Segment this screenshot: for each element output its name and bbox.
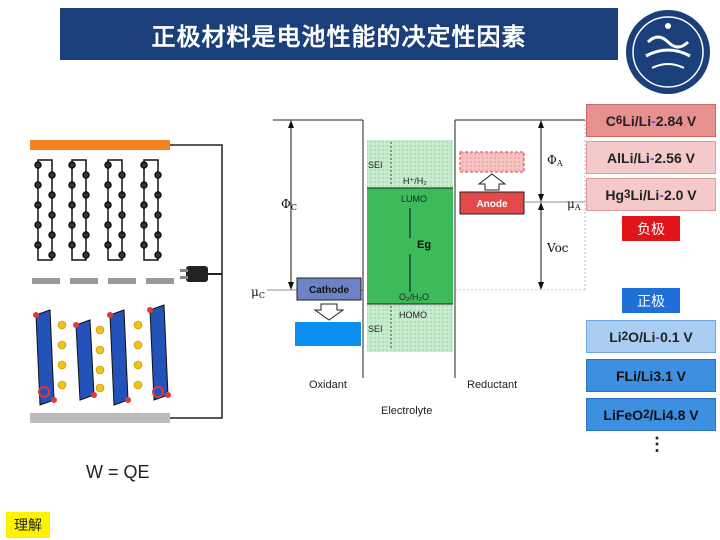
reductant-label: Reductant [467,379,517,391]
anode-label: Anode [476,199,508,210]
voc-label: Voc [546,241,569,255]
sei-top-region [367,140,453,188]
svg-text:ΦA: ΦA [547,153,563,168]
cathode-label: Cathode [309,285,349,296]
svg-text:μA: μA [567,197,581,212]
eg-label: Eg [417,239,431,251]
anode-collector [30,140,170,150]
anode-arrow [477,173,507,191]
cathode-box [296,277,362,301]
phi-c-sub: C [291,203,297,212]
mu-a-symbol: μ [567,197,575,211]
pos-potential-1: FLi/Li 3.1 V [586,359,716,392]
anode-shift-box [459,151,525,173]
cathode-shift-box [295,322,361,346]
oxidant-label: Oxidant [309,379,347,391]
mu-c-sub: C [259,291,265,300]
phi-a-sub: A [556,159,563,168]
energy-level-diagram: SEI H⁺/H₂ LUMO Eg O₂/H₂O HOMO SEI ΦC μC … [251,119,586,417]
sei-top-label: SEI [368,160,383,170]
cathode-collector [30,413,170,423]
plug-icon [180,266,222,282]
mu-c-symbol: μ [251,285,259,299]
page-title: 正极材料是电池性能的决定性因素 [60,8,618,60]
electrolyte-label: Electrolyte [381,405,432,417]
mu-a-sub: A [574,203,581,212]
homo-label: HOMO [399,310,427,320]
anode-box [459,191,525,215]
graphite-layers [34,159,162,261]
o2-label: O₂/H₂O [399,292,429,302]
continuation-dots: ⋮ [648,434,666,454]
cathode-arrow [313,303,345,321]
battery-cell-diagram [30,140,223,423]
lumo-label: LUMO [401,194,427,204]
sei-bottom-region [367,304,453,352]
university-logo [626,10,710,94]
h-label: H⁺/H₂ [403,176,427,186]
phi-a-symbol: Φ [547,153,557,167]
svg-text:ΦC: ΦC [281,197,297,212]
phi-c-symbol: Φ [281,197,291,211]
energy-formula: W = QE [86,462,150,482]
positive-tag: 正极 [622,288,680,313]
separator [32,278,174,284]
external-circuit [170,144,223,419]
understand-label: 理解 [6,512,50,538]
negative-tag: 负极 [622,216,680,241]
svg-text:μC: μC [251,285,265,300]
sei-bottom-label: SEI [368,324,383,334]
neg-potential-1: AlLi/Li -2.56 V [586,141,716,174]
cathode-layers [33,304,171,406]
